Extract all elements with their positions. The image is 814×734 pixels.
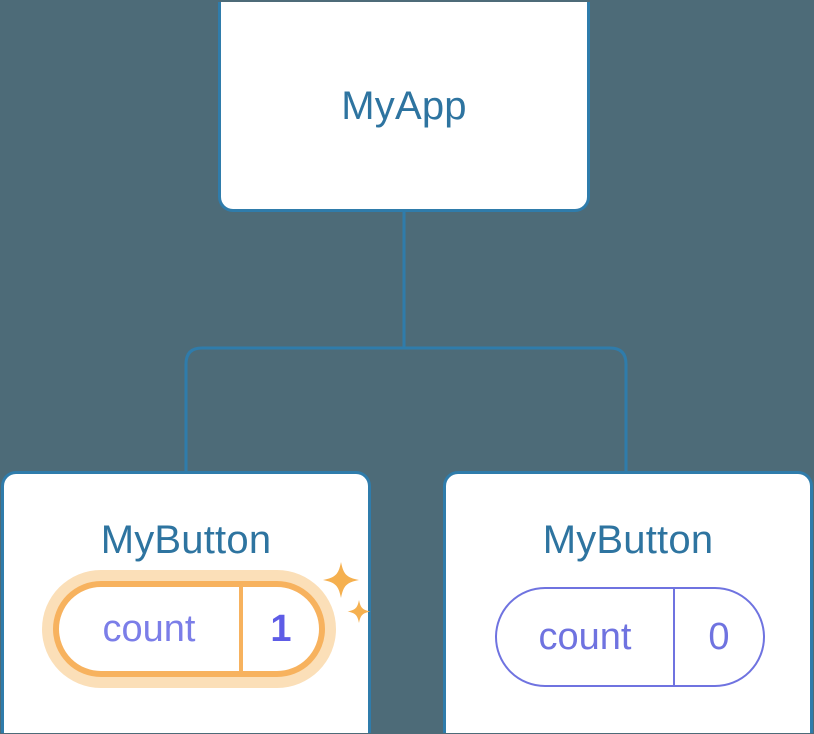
node-title: MyButton [100,518,272,562]
state-key-cell: count [59,587,239,671]
state-pill-wrapper: count 0 [495,587,765,687]
node-mybutton-1[interactable]: MyButton count 1 [1,471,371,733]
node-title: MyApp [341,83,467,128]
state-value-cell: 0 [673,589,763,685]
state-key-cell: count [497,589,673,685]
state-value-cell: 1 [239,587,319,671]
state-value-label: 0 [708,616,730,658]
state-key-label: count [102,608,196,650]
connector-branch-bus [184,346,628,472]
state-key-label: count [538,616,632,658]
state-value-label: 1 [270,608,292,650]
node-title: MyButton [542,518,714,562]
node-myapp[interactable]: MyApp [218,2,590,212]
state-pill[interactable]: count 0 [495,587,765,687]
state-pill-wrapper: count 1 [53,581,325,677]
node-mybutton-2[interactable]: MyButton count 0 [443,471,813,733]
state-pill-active[interactable]: count 1 [53,581,325,677]
